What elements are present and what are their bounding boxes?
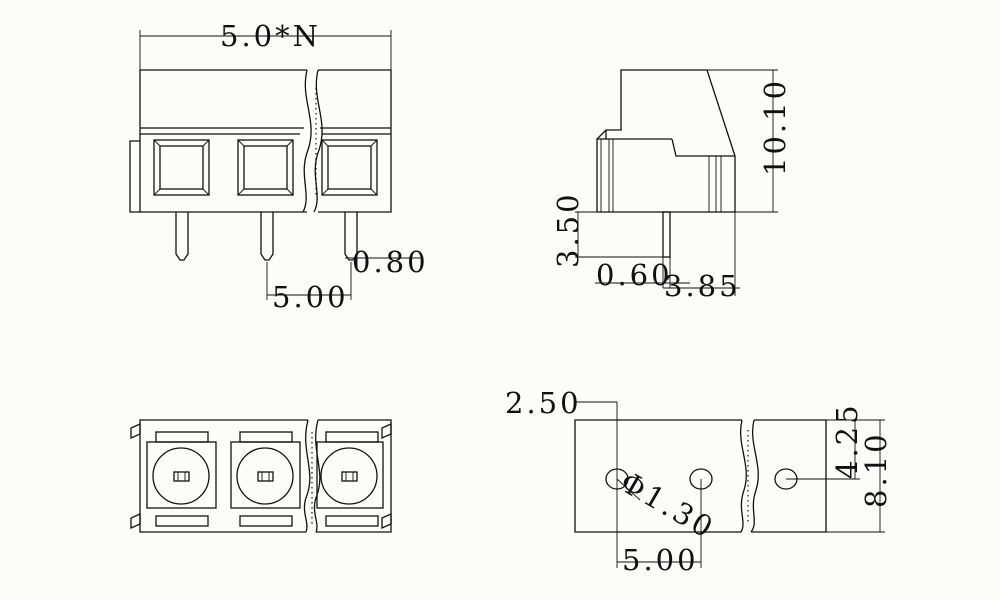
- dim-side-depth: 3.85: [664, 269, 741, 303]
- wire-entry: [153, 139, 210, 196]
- screw-cell: [316, 431, 384, 527]
- pcb-footprint: 2.50 Φ1.30 5.00 4.25 8.10: [505, 386, 893, 577]
- wire-entry: [237, 139, 294, 196]
- screw-cell: [146, 431, 217, 527]
- pin: [175, 212, 189, 261]
- top-view: [130, 419, 392, 533]
- dim-pin-diameter: 0.80: [352, 245, 429, 279]
- pin: [260, 212, 274, 261]
- dim-hole-row-offset: 4.25: [830, 402, 864, 479]
- dim-pcb-edge-offset: 2.50: [505, 386, 582, 420]
- screw-cell: [230, 431, 301, 527]
- dim-pin-pitch: 5.00: [272, 280, 349, 314]
- dim-side-pin-thickness: 0.60: [596, 258, 673, 292]
- front-view: 5.0*N 0.80 5.00: [129, 19, 429, 314]
- dim-side-pin-length: 3.50: [551, 191, 585, 268]
- dim-front-width: 5.0*N: [220, 19, 321, 53]
- dim-side-height: 10.10: [758, 78, 792, 176]
- dim-hole-diameter: Φ1.30: [615, 465, 722, 546]
- dim-footprint-depth: 8.10: [859, 431, 893, 508]
- side-pin: [662, 211, 671, 258]
- wire-entry: [321, 139, 378, 196]
- side-view: 10.10 3.50 0.60 3.85: [551, 69, 792, 303]
- dim-hole-pitch: 5.00: [622, 543, 699, 577]
